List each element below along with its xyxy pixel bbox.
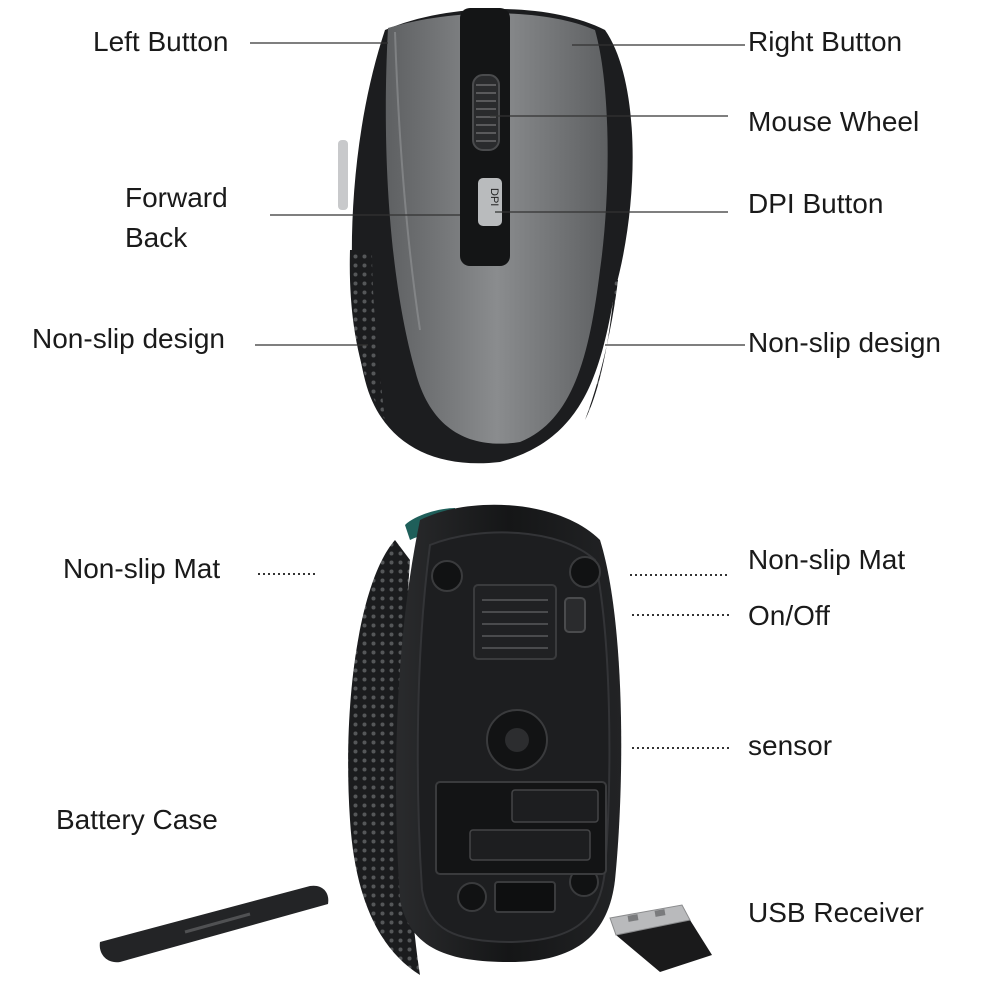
right-grip: [585, 280, 618, 420]
foot-top-right: [569, 556, 601, 588]
usb-receiver: [609, 904, 712, 972]
mouse-wheel-part: [472, 74, 500, 151]
mouse-top-view: [338, 8, 633, 464]
dotted-callout-lines: [258, 573, 730, 749]
label-right-button: Right Button: [748, 26, 903, 57]
label-non-slip-mat-right: Non-slip Mat: [748, 544, 906, 575]
receiver-slot: [494, 881, 556, 913]
battery-cover: [99, 885, 329, 963]
mouse-bottom-view: [348, 504, 622, 975]
label-on-off: On/Off: [748, 600, 830, 631]
label-forward: Forward: [125, 182, 228, 213]
label-left-button: Left Button: [93, 26, 229, 57]
label-mouse-wheel: Mouse Wheel: [748, 106, 920, 137]
left-grip: [349, 250, 385, 420]
foot-top-left: [431, 560, 463, 592]
on-off-switch: [564, 597, 586, 633]
dpi-button-part: [478, 178, 502, 226]
bottom-label: [473, 584, 557, 660]
label-dpi-button: DPI Button: [748, 188, 884, 219]
label-back: Back: [125, 222, 188, 253]
label-battery-case: Battery Case: [56, 804, 218, 835]
callout-lines: [250, 42, 745, 346]
dpi-icon-text: DPI: [488, 188, 500, 207]
label-non-slip-mat-left: Non-slip Mat: [63, 553, 221, 584]
label-non-slip-design-right: Non-slip design: [748, 327, 941, 358]
side-buttons: [338, 140, 348, 210]
label-non-slip-design-left: Non-slip design: [32, 323, 225, 354]
label-usb-receiver: USB Receiver: [748, 897, 924, 928]
foot-bottom-left: [457, 882, 487, 912]
label-sensor: sensor: [748, 730, 833, 761]
